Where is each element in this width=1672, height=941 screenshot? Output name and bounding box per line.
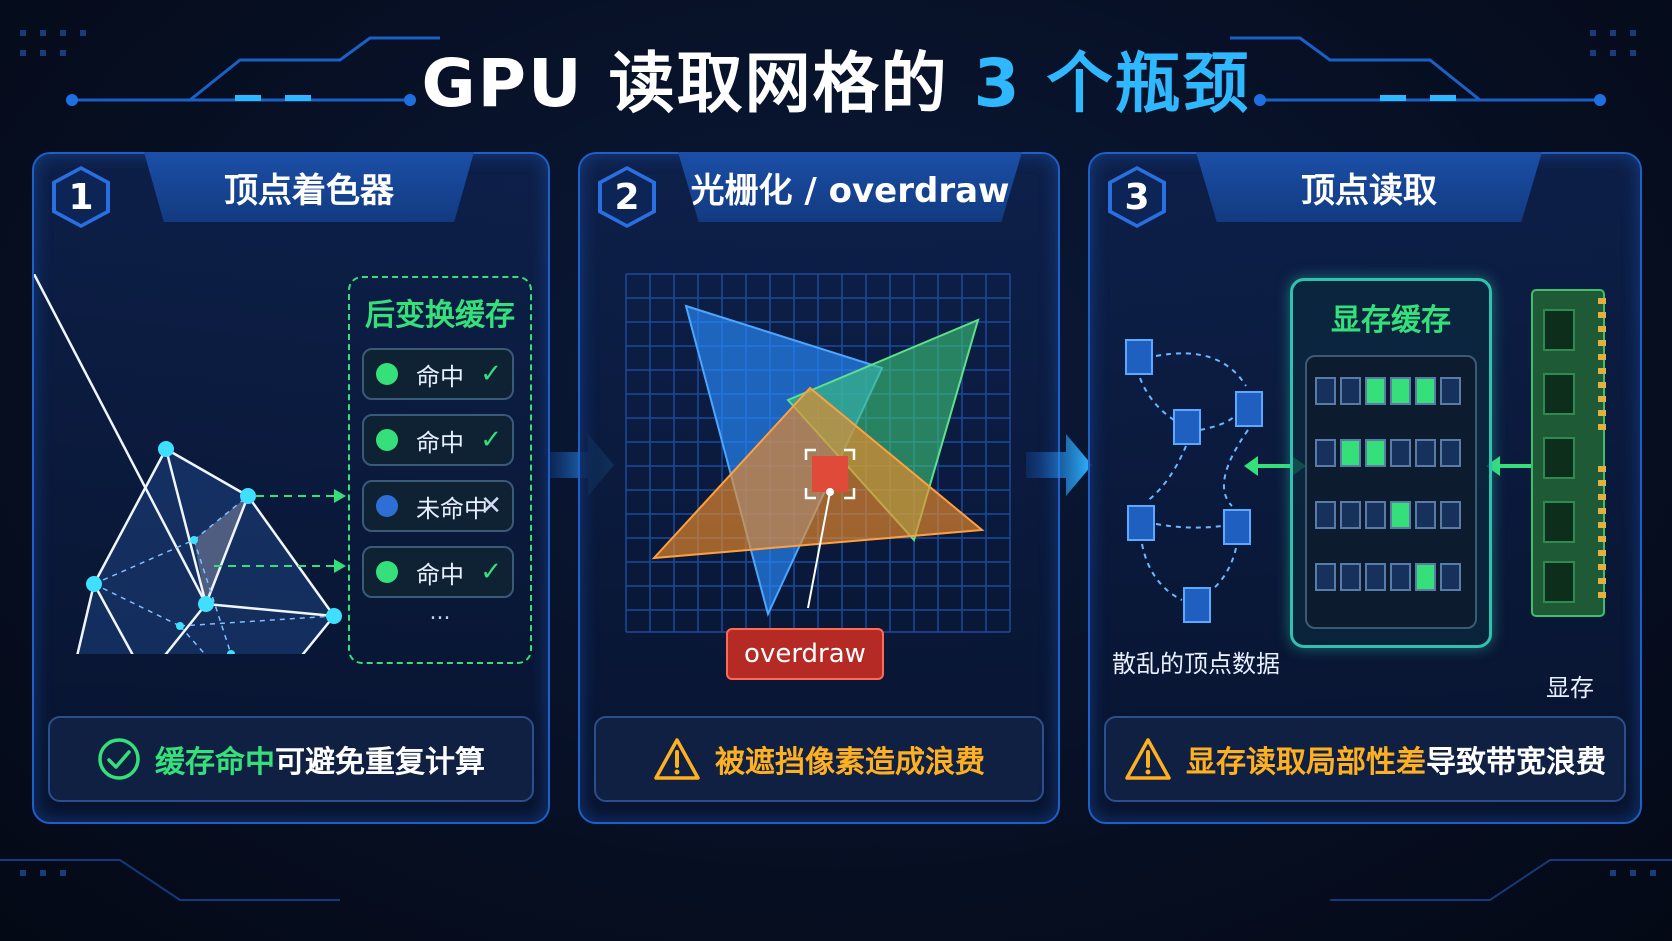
cache-row: 命中 ✓ (362, 414, 514, 466)
panel-title: 顶点着色器 (224, 170, 394, 211)
cache-cell-empty (1365, 501, 1386, 529)
step-number: 1 (56, 170, 106, 224)
vram-cache: 显存缓存 (1290, 278, 1492, 648)
cache-cell-used (1365, 439, 1386, 467)
scattered-vertex-illustration (1125, 339, 1263, 623)
vram-cache-title: 显存缓存 (1331, 303, 1451, 338)
cache-cell-used (1415, 563, 1436, 591)
panel-footer: 显存读取局部性差 导致带宽浪费 (1104, 716, 1626, 802)
panel-footer: 缓存命中 可避免重复计算 (48, 716, 534, 802)
panel-title-tab: 顶点读取 (1196, 152, 1542, 222)
cache-cell-used (1340, 439, 1361, 467)
cache-cell-used (1365, 377, 1386, 405)
cache-lines (1305, 355, 1477, 629)
cache-cell-empty (1340, 501, 1361, 529)
overdraw-label: overdraw (726, 628, 884, 680)
cache-cell-empty (1315, 501, 1336, 529)
cache-more: ... (429, 600, 451, 625)
page-title: GPU 读取网格的 3 个瓶颈 (0, 30, 1672, 126)
cache-cell-used (1390, 377, 1411, 405)
panel-title-tab: 光栅化 / overdraw (678, 152, 1022, 222)
panel-title: 光栅化 / overdraw (690, 170, 1010, 211)
footer-highlight: 显存读取局部性差 (1186, 745, 1426, 780)
footer-rest: 可避免重复计算 (275, 745, 485, 780)
panel-title-tab: 顶点着色器 (144, 152, 474, 222)
cache-cell-empty (1440, 377, 1461, 405)
cache-cell-empty (1440, 439, 1461, 467)
vram-label: 显存 (1546, 674, 1594, 702)
panel-rasterization: 2 光栅化 / overdraw (578, 152, 1060, 824)
overdraw-illustration (625, 273, 1011, 633)
cache-miss-dot (376, 495, 398, 517)
cache-title: 后变换缓存 (365, 298, 515, 333)
scattered-label: 散乱的顶点数据 (1112, 650, 1280, 678)
step-badge-2: 2 (598, 166, 656, 228)
vram-memory-stick-icon (1531, 289, 1606, 617)
footer-highlight: 缓存命中 (155, 745, 275, 780)
cache-hit-dot (376, 429, 398, 451)
footer-rest: 导致带宽浪费 (1426, 745, 1606, 780)
cache-cell-empty (1315, 377, 1336, 405)
cache-cell-empty (1440, 501, 1461, 529)
cross-icon: ✕ (480, 491, 502, 521)
cache-row-label: 命中 (416, 428, 464, 457)
title-main: GPU 读取网格的 (421, 45, 949, 122)
step-number: 3 (1112, 170, 1162, 224)
warning-icon (654, 738, 700, 780)
cache-cell-empty (1365, 563, 1386, 591)
cache-row: 命中 ✓ (362, 348, 514, 400)
cache-cell-empty (1390, 439, 1411, 467)
cache-cell-used (1390, 501, 1411, 529)
cache-cell-empty (1315, 563, 1336, 591)
cache-row: 命中 ✓ (362, 546, 514, 598)
cache-cell-empty (1440, 563, 1461, 591)
panel-vertex-fetch: 3 顶点读取 散乱的 (1088, 152, 1642, 824)
panel-title: 顶点读取 (1301, 170, 1437, 211)
check-icon: ✓ (480, 359, 502, 389)
cache-cell-empty (1315, 439, 1336, 467)
cache-row-label: 命中 (416, 560, 464, 589)
check-icon: ✓ (480, 557, 502, 587)
panel-vertex-shader: 1 顶点着色器 (32, 152, 550, 824)
cache-row: 未命中✕ (362, 480, 514, 532)
post-transform-cache: 后变换缓存 命中 ✓ 命中 ✓ 未命中✕ 命中 ✓ ... (348, 276, 532, 664)
cache-cell-empty (1340, 377, 1361, 405)
step-number: 2 (602, 170, 652, 224)
cache-row-label: 未命中 (416, 494, 488, 523)
cache-cell-empty (1415, 501, 1436, 529)
cache-hit-dot (376, 363, 398, 385)
cache-row-label: 命中 (416, 362, 464, 391)
title-accent: 3 个瓶颈 (973, 45, 1251, 122)
warning-icon (1125, 738, 1171, 780)
cache-cell-empty (1340, 563, 1361, 591)
arrow-right-icon (1026, 434, 1092, 496)
cache-cell-empty (1390, 563, 1411, 591)
cache-hit-dot (376, 561, 398, 583)
check-icon: ✓ (480, 425, 502, 455)
panel-footer: 被遮挡像素造成浪费 (594, 716, 1044, 802)
check-circle-icon (98, 738, 140, 780)
cache-cell-empty (1415, 439, 1436, 467)
cache-cell-used (1415, 377, 1436, 405)
step-badge-3: 3 (1108, 166, 1166, 228)
footer-text: 被遮挡像素造成浪费 (715, 745, 985, 780)
step-badge-1: 1 (52, 166, 110, 228)
mesh-illustration (34, 274, 346, 654)
